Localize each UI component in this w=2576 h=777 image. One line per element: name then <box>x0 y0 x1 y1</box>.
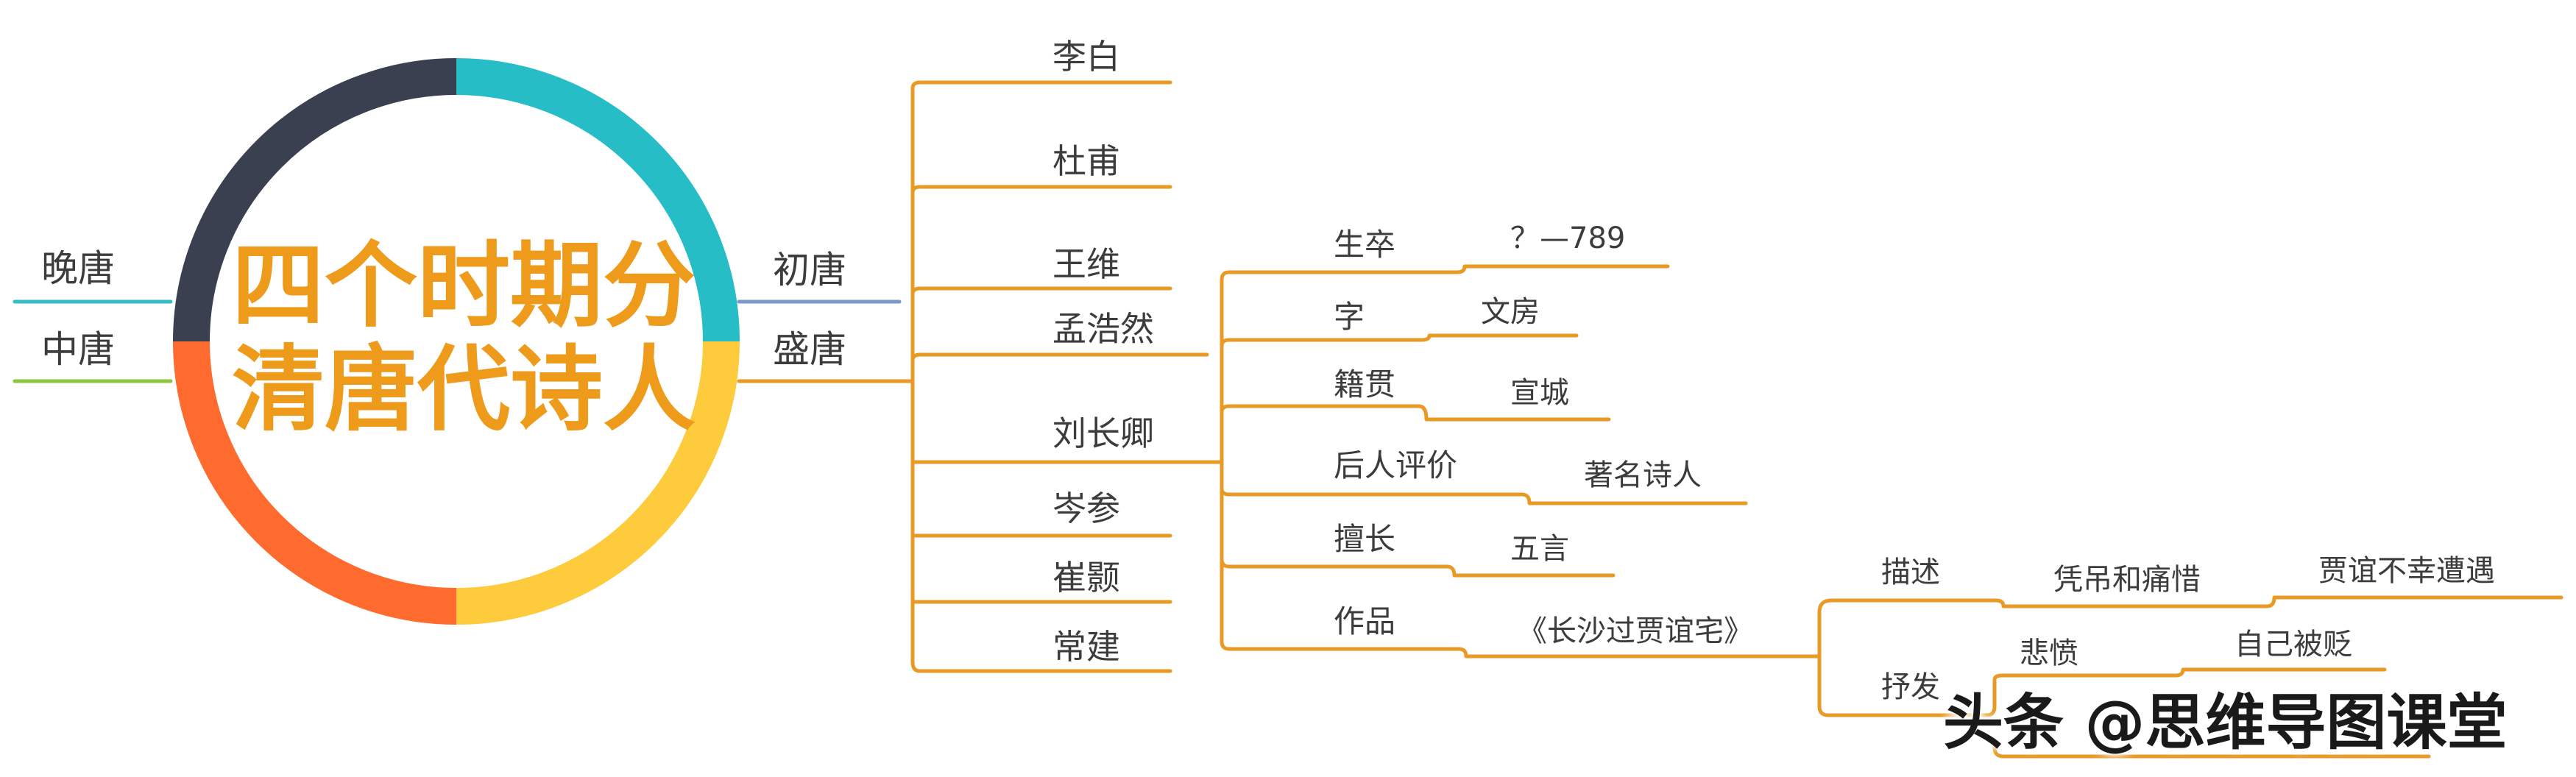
connector-liu-jiguan <box>1220 404 1611 422</box>
liu-jiguan-value[interactable]: 宣城 <box>1510 376 1569 410</box>
liu-eval-value[interactable]: 著名诗人 <box>1584 458 1702 492</box>
liu-life-label[interactable]: 生卒 <box>1334 227 1396 263</box>
period-early-tang[interactable]: 初唐 <box>773 249 846 291</box>
liu-zi-value[interactable]: 文房 <box>1481 295 1540 329</box>
period-late-tang[interactable]: 晚唐 <box>41 247 115 290</box>
period-high-tang[interactable]: 盛唐 <box>773 328 846 371</box>
poet-li-bai[interactable]: 李白 <box>1052 37 1120 77</box>
poet-liu-changqing[interactable]: 刘长卿 <box>1052 414 1154 453</box>
work-express-value[interactable]: 悲愤 <box>2020 636 2078 670</box>
poet-chang-jian[interactable]: 常建 <box>1052 627 1120 667</box>
work-desc-detail[interactable]: 贾谊不幸遭遇 <box>2318 554 2495 588</box>
connector-poet-li-bai <box>910 80 1172 383</box>
poet-cen-shen[interactable]: 岑参 <box>1052 489 1120 528</box>
liu-works-label[interactable]: 作品 <box>1334 603 1396 639</box>
work-desc-label[interactable]: 描述 <box>1881 556 1940 589</box>
poet-wang-wei[interactable]: 王维 <box>1052 244 1120 284</box>
poet-meng-haoran[interactable]: 孟浩然 <box>1052 309 1154 349</box>
ring-segment-dark <box>173 58 457 342</box>
poet-du-fu[interactable]: 杜甫 <box>1052 141 1120 181</box>
connector-lines <box>13 80 2563 759</box>
work-express-detail[interactable]: 自己被贬 <box>2234 628 2352 661</box>
ring-segment-yellow <box>456 341 740 625</box>
connector-poet-chang-jian <box>910 379 1172 673</box>
center-title-line2: 清唐代诗人 <box>232 335 696 444</box>
liu-zi-label[interactable]: 字 <box>1334 299 1365 335</box>
liu-jiguan-label[interactable]: 籍贯 <box>1334 366 1396 402</box>
connector-work-express <box>1817 654 2387 717</box>
watermark-text: 头条 @思维导图课堂 <box>1943 688 2508 758</box>
liu-works-value[interactable]: 《长沙过贾谊宅》 <box>1518 614 1753 648</box>
connector-work-extra <box>1992 745 2431 759</box>
connector-poet-meng-haoran <box>910 352 1209 363</box>
liu-eval-label[interactable]: 后人评价 <box>1334 447 1458 483</box>
center-title-line1: 四个时期分 <box>232 231 696 340</box>
liu-good-value[interactable]: 五言 <box>1510 532 1569 566</box>
work-express-label[interactable]: 抒发 <box>1881 670 1940 704</box>
connector-work-desc <box>1817 595 2563 659</box>
connector-liu-works <box>1220 460 1822 659</box>
center-topic[interactable]: 四个时期分 清唐代诗人 <box>221 231 707 444</box>
connector-poet-wang-wei <box>910 286 1172 297</box>
ring-segment-teal <box>456 58 740 342</box>
center-ring <box>173 58 740 625</box>
connector-liu-life <box>1220 264 1670 464</box>
ring-segment-orange <box>173 341 457 625</box>
liu-good-label[interactable]: 擅长 <box>1334 521 1396 557</box>
work-desc-value[interactable]: 凭吊和痛惜 <box>2053 563 2201 597</box>
connector-poet-du-fu <box>910 185 1172 195</box>
liu-life-value[interactable]: ？—789 <box>1510 221 1626 255</box>
poet-cui-hao[interactable]: 崔颢 <box>1052 558 1120 597</box>
period-middle-tang[interactable]: 中唐 <box>41 328 115 371</box>
connector-liu-zi <box>1220 333 1579 348</box>
